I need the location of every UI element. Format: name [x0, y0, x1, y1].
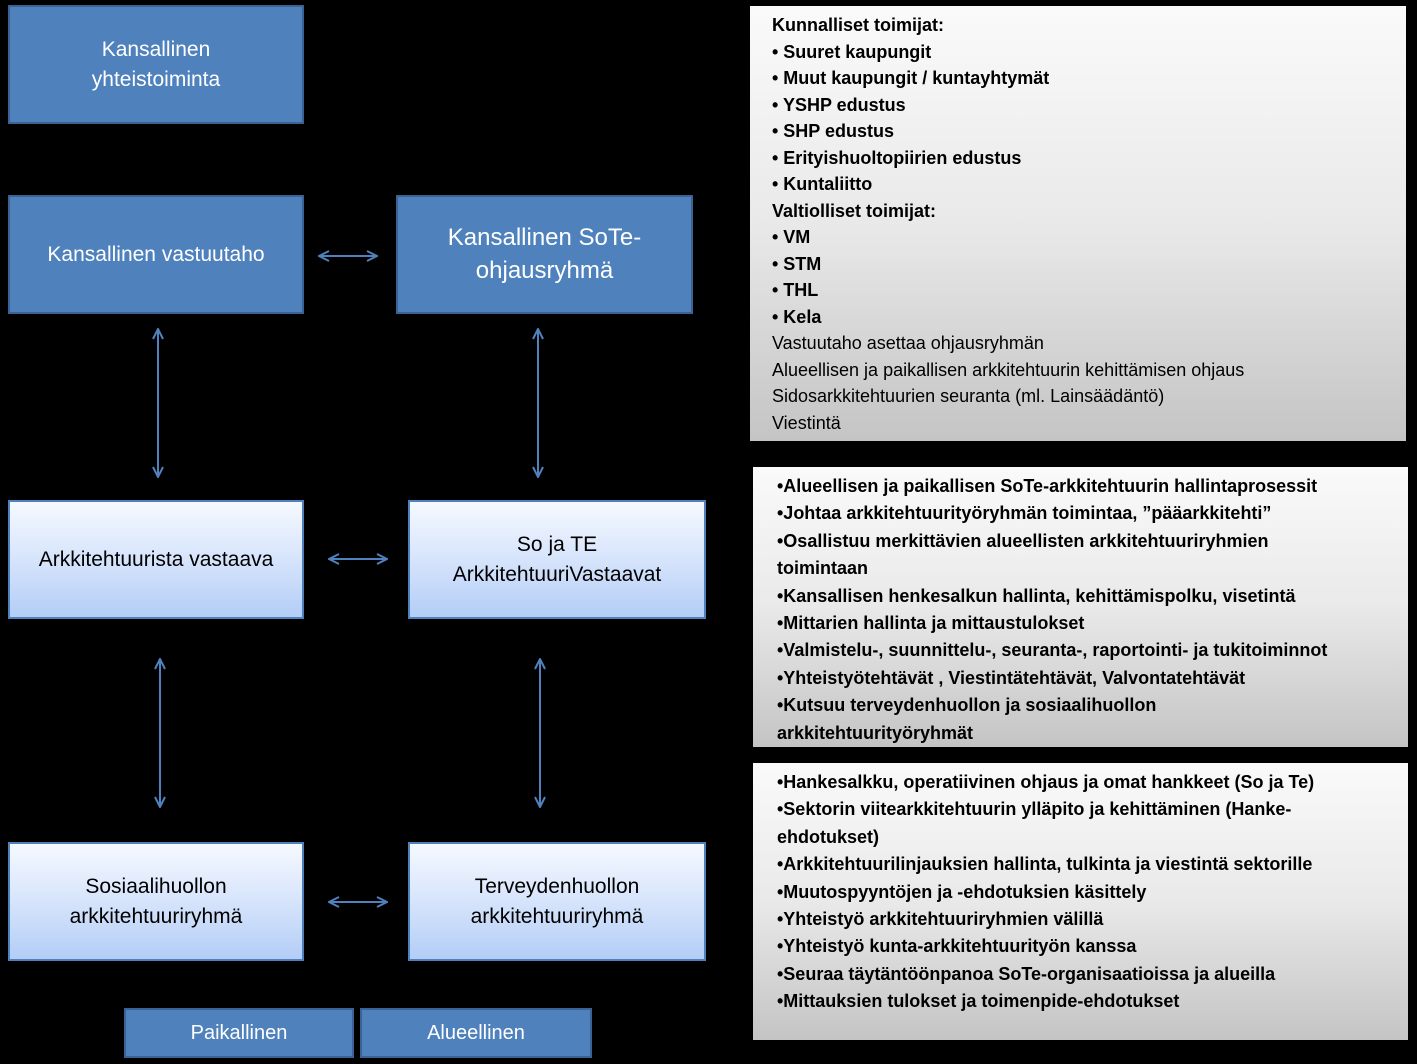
node-label: Kansallinen yhteistoiminta [91, 38, 221, 91]
panel-line: •Yhteistyö arkkitehtuuriryhmien välillä [777, 909, 1104, 930]
node-label: So ja TE ArkkitehtuuriVastaavat [452, 533, 662, 586]
panel-line: • THL [772, 280, 819, 300]
panel-line: • SHP edustus [772, 121, 895, 141]
panel-line: Sidosarkkitehtuurien seuranta (ml. Lains… [772, 386, 1165, 406]
node-label: Arkkitehtuurista vastaava [38, 547, 274, 571]
panel-line: arkkitehtuurityöryhmät [777, 722, 974, 743]
node-so-te-vastaavat[interactable]: So ja TE ArkkitehtuuriVastaavat [408, 500, 706, 619]
panel-line: • YSHP edustus [772, 94, 906, 115]
panel-line: •Valmistelu-, suunnittelu-, seuranta-, r… [777, 640, 1328, 661]
node-terveydenhuollon-ryhma[interactable]: Terveydenhuollon arkkitehtuuriryhmä [408, 842, 706, 961]
panel-line: •Muutospyyntöjen ja -ehdotuksien käsitte… [777, 881, 1147, 902]
panel-arkkitehtuurista-vastaava-tehtavat: •Alueellisen ja paikallisen SoTe-arkkite… [753, 467, 1408, 747]
node-kansallinen-yhteistoiminta[interactable]: Kansallinen yhteistoiminta [8, 5, 304, 124]
panel-line: Viestintä [772, 412, 841, 433]
panel-line: • Erityishuoltopiirien edustus [772, 147, 1022, 168]
panel-kansallinen-toimijat: Kunnalliset toimijat: • Suuret kaupungit •… [750, 6, 1406, 441]
panel-line: •Mittarien hallinta ja mittaustulokset [777, 613, 1085, 634]
level-label: Alueellinen [427, 1022, 525, 1044]
node-label: Kansallinen vastuutaho [47, 242, 265, 266]
panel-line: •Kansallisen henkesalkun hallinta, kehit… [777, 585, 1296, 606]
panel-line: • STM [772, 253, 822, 274]
panel-line: •Mittauksien tulokset ja toimenpide-ehdo… [777, 991, 1180, 1012]
panel-line: Kunnalliset toimijat: [772, 15, 945, 35]
panel-line: • Suuret kaupungit [772, 41, 932, 62]
panel-line: •Seuraa täytäntöönpanoa SoTe-organisaati… [777, 963, 1276, 984]
panel-line: •Yhteistyö kunta-arkkitehtuurityön kanss… [777, 936, 1137, 957]
panel-line: •Johtaa arkkitehtuurityöryhmän toimintaa… [777, 503, 1272, 524]
panel-line: ehdotukset) [777, 826, 880, 847]
panel-line: • Kela [772, 306, 822, 327]
panel-line: toimintaan [777, 558, 869, 579]
panel-line: •Sektorin viitearkkitehtuurin ylläpito j… [777, 799, 1292, 820]
panel-line: • VM [772, 227, 811, 247]
panel-line: • Muut kaupungit / kuntayhtymät [772, 68, 1050, 88]
panel-line: • Kuntaliitto [772, 174, 873, 194]
level-alueellinen[interactable]: Alueellinen [360, 1008, 592, 1058]
node-kansallinen-vastuutaho[interactable]: Kansallinen vastuutaho [8, 195, 304, 314]
panel-line: Alueellisen ja paikallisen arkkitehtuuri… [772, 359, 1245, 380]
panel-line: •Arkkitehtuurilinjauksien hallinta, tulk… [777, 854, 1313, 875]
panel-line: •Yhteistyötehtävät , Viestintätehtävät, … [777, 667, 1246, 688]
node-sote-ohjausryhma[interactable]: Kansallinen SoTe-ohjausryhmä [396, 195, 693, 314]
node-label: Sosiaalihuollon arkkitehtuuriryhmä [69, 875, 243, 928]
node-sosiaalihuollon-ryhma[interactable]: Sosiaalihuollon arkkitehtuuriryhmä [8, 842, 304, 961]
panel-line: Valtiolliset toimijat: [772, 200, 937, 221]
panel-line: •Hankesalkku, operatiivinen ohjaus ja om… [777, 772, 1315, 792]
panel-line: Vastuutaho asettaa ohjausryhmän [772, 333, 1044, 353]
panel-ryhmat-tehtavat: •Hankesalkku, operatiivinen ohjaus ja om… [753, 763, 1408, 1040]
level-label: Paikallinen [190, 1022, 288, 1044]
level-paikallinen[interactable]: Paikallinen [124, 1008, 354, 1058]
node-arkkitehtuurista-vastaava[interactable]: Arkkitehtuurista vastaava [8, 500, 304, 619]
panel-line: •Kutsuu terveydenhuollon ja sosiaalihuol… [777, 695, 1157, 716]
node-label: Kansallinen SoTe-ohjausryhmä [447, 224, 642, 284]
panel-line: •Osallistuu merkittävien alueellisten ar… [777, 530, 1269, 551]
node-label: Terveydenhuollon arkkitehtuuriryhmä [470, 875, 644, 928]
panel-line: •Alueellisen ja paikallisen SoTe-arkkite… [777, 476, 1318, 496]
